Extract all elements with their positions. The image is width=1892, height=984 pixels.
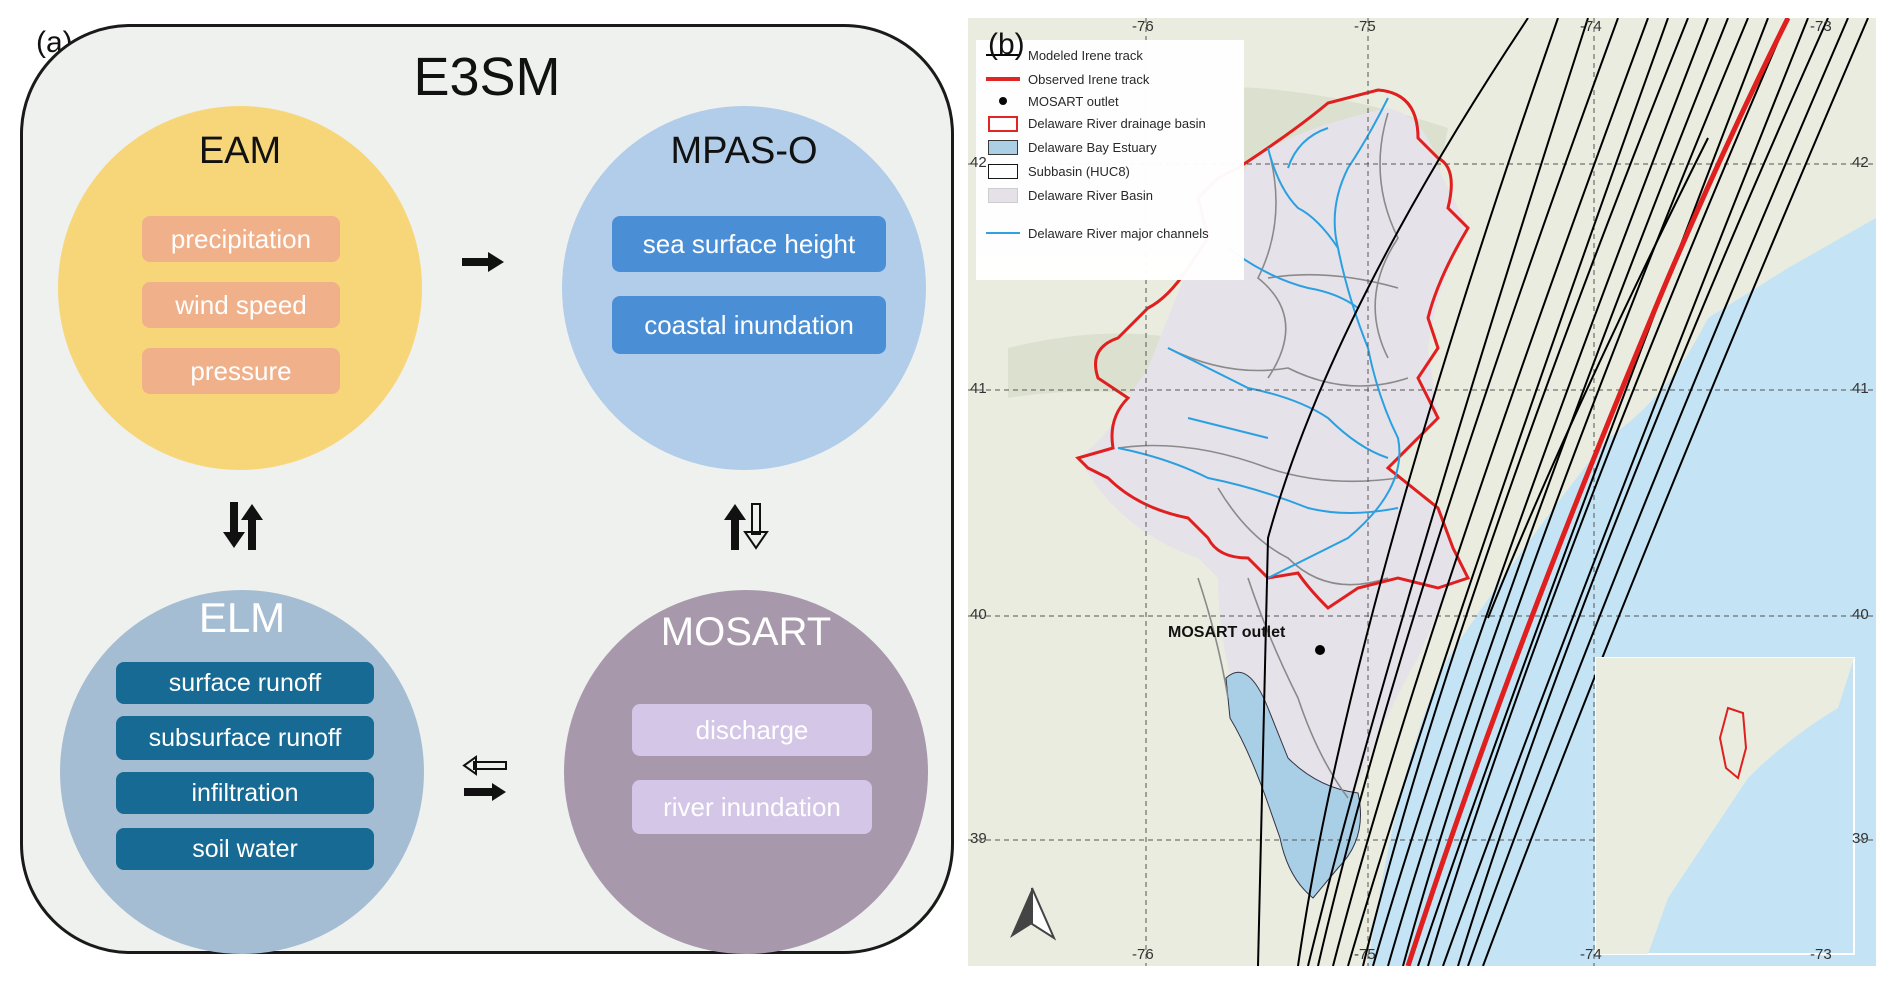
- left-tick: 39: [970, 830, 987, 847]
- eam-var: precipitation: [142, 216, 340, 262]
- observed-track: [1405, 18, 1791, 966]
- mosart-circle: MOSART discharge river inundation: [564, 590, 928, 954]
- legend-entry: Subbasin (HUC8): [986, 162, 1130, 180]
- delaware-river-basin: [1078, 108, 1468, 858]
- north-arrow-icon: [1010, 887, 1057, 941]
- right-tick: 42: [1852, 154, 1869, 171]
- legend-label: Delaware River major channels: [1028, 225, 1209, 241]
- left-tick: 40: [970, 606, 987, 623]
- mpaso-circle: MPAS-O sea surface height coastal inunda…: [562, 106, 926, 470]
- eam-circle: EAM precipitation wind speed pressure: [58, 106, 422, 470]
- drainage-basin-outline: [1075, 88, 1471, 610]
- modeled-tracks: [1257, 18, 1869, 966]
- legend-label: Modeled Irene track: [1028, 47, 1143, 63]
- bottom-tick: -74: [1580, 946, 1602, 963]
- elm-var: soil water: [116, 828, 374, 870]
- elm-var: infiltration: [116, 772, 374, 814]
- legend-entry: Observed Irene track: [986, 70, 1149, 88]
- mpaso-var: sea surface height: [612, 216, 886, 272]
- elm-mosart-exchange-arrows: [462, 755, 507, 801]
- eam-title: EAM: [198, 130, 282, 172]
- legend-label: MOSART outlet: [1028, 93, 1119, 109]
- bottom-tick: -73: [1810, 946, 1832, 963]
- major-channels: [1117, 97, 1401, 579]
- legend-entry: Delaware River major channels: [986, 224, 1209, 242]
- bottom-tick: -76: [1132, 946, 1154, 963]
- left-tick: 42: [970, 154, 987, 171]
- legend-entry: Modeled Irene track: [986, 46, 1143, 64]
- estuary-swatch: [986, 139, 1020, 155]
- mpaso-var: coastal inundation: [612, 296, 886, 354]
- legend-label: Delaware River drainage basin: [1028, 115, 1206, 131]
- elm-title: ELM: [198, 594, 286, 641]
- legend-entry: MOSART outlet: [986, 92, 1119, 110]
- subbasin-swatch: [986, 163, 1020, 179]
- ocean: [1708, 218, 1876, 318]
- mosart-outlet-label: MOSART outlet: [1168, 624, 1286, 641]
- eam-to-mpaso-arrow: [462, 252, 504, 272]
- eam-var: wind speed: [142, 282, 340, 328]
- mosart-title: MOSART: [660, 610, 832, 654]
- eam-elm-exchange-arrows: [223, 502, 263, 550]
- top-tick: -73: [1810, 18, 1832, 35]
- delaware-bay-estuary: [1225, 671, 1361, 899]
- right-tick: 40: [1852, 606, 1869, 623]
- delaware-map: Modeled Irene track Observed Irene track…: [968, 18, 1876, 966]
- map-legend: Modeled Irene track Observed Irene track…: [976, 40, 1244, 280]
- channel-swatch: [986, 225, 1020, 241]
- legend-label: Delaware Bay Estuary: [1028, 139, 1157, 155]
- top-tick: -75: [1354, 18, 1376, 35]
- mosart-var: river inundation: [632, 780, 872, 834]
- mosart-var: discharge: [632, 704, 872, 756]
- legend-label: Observed Irene track: [1028, 71, 1150, 87]
- bottom-tick: -75: [1354, 946, 1376, 963]
- legend-entry: Delaware River drainage basin: [986, 114, 1206, 132]
- map-canvas: [968, 18, 1876, 966]
- mpaso-mosart-exchange-arrows: [724, 503, 769, 550]
- river-basin-swatch: [986, 187, 1020, 203]
- right-tick: 41: [1852, 380, 1869, 397]
- mosart-outlet-dot: [1315, 645, 1325, 655]
- top-tick: -74: [1580, 18, 1602, 35]
- legend-entry: Delaware River Basin: [986, 186, 1153, 204]
- observed-track-swatch: [986, 71, 1020, 87]
- subbasin-boundaries: [1117, 112, 1409, 799]
- panel-b-label: (b): [988, 28, 1025, 61]
- modeled-track-swatch: [986, 47, 1020, 63]
- elm-var: surface runoff: [116, 662, 374, 704]
- legend-label: Delaware River Basin: [1028, 187, 1153, 203]
- elm-circle: ELM surface runoff subsurface runoff inf…: [60, 590, 424, 954]
- left-tick: 41: [970, 380, 987, 397]
- outlet-dot-swatch: [986, 93, 1020, 109]
- right-tick: 39: [1852, 830, 1869, 847]
- inset-basin-outline: [1718, 706, 1748, 780]
- legend-entry: Delaware Bay Estuary: [986, 138, 1157, 156]
- inset-land: [1596, 658, 1854, 954]
- legend-label: Subbasin (HUC8): [1028, 163, 1130, 179]
- eam-var: pressure: [142, 348, 340, 394]
- mpaso-title: MPAS-O: [670, 130, 818, 172]
- drainage-basin-swatch: [986, 115, 1020, 132]
- e3sm-title: E3SM: [413, 47, 561, 107]
- elm-var: subsurface runoff: [116, 716, 374, 760]
- top-tick: -76: [1132, 18, 1154, 35]
